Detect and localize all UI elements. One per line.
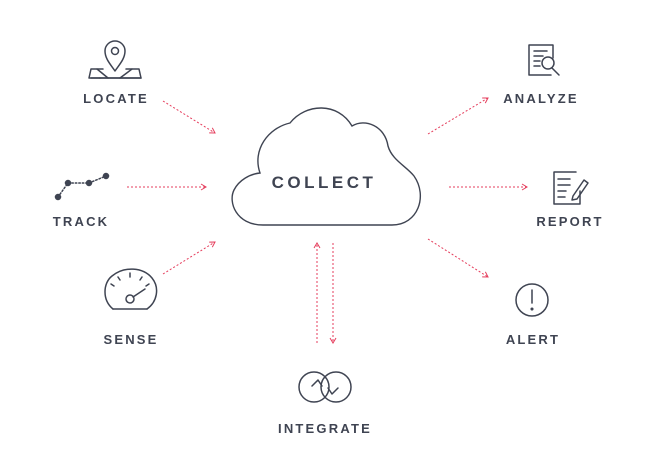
document-magnifier-icon [528, 44, 560, 76]
arrow-collect-to-analyze [427, 97, 489, 135]
cloud-shape [231, 107, 422, 226]
locate-label: LOCATE [83, 91, 149, 106]
report-label: REPORT [536, 214, 604, 229]
arrow-locate-to-collect [162, 100, 216, 134]
exclamation-circle-icon [515, 283, 549, 317]
location-pin-icon [88, 40, 142, 79]
collect-label: COLLECT [271, 173, 377, 192]
analyze-label: ANALYZE [503, 91, 579, 106]
document-pencil-icon [553, 171, 589, 205]
track-label: TRACK [52, 214, 110, 229]
integrate-label: INTEGRATE [278, 421, 372, 436]
route-track-icon [54, 172, 110, 201]
arrow-collect-to-alert [427, 238, 489, 278]
gauge-icon [104, 268, 158, 310]
alert-label: ALERT [505, 332, 561, 347]
sense-label: SENSE [103, 332, 159, 347]
sync-arrows-icon [298, 371, 352, 403]
arrow-sense-to-collect [162, 241, 216, 275]
